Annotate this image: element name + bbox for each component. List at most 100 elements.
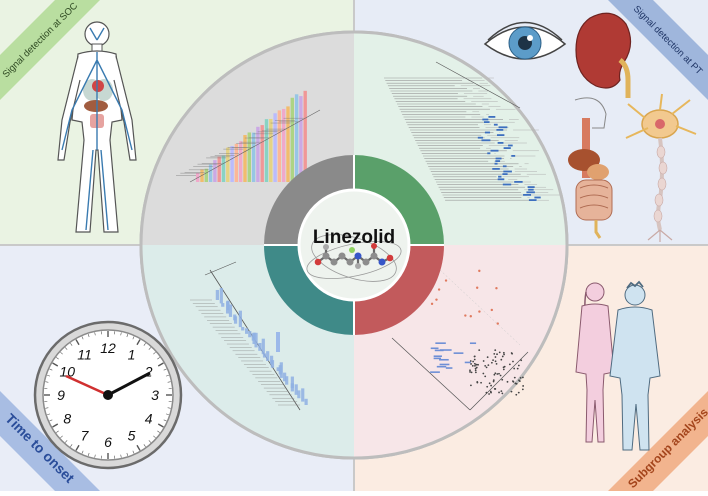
pt-estimate [498,178,505,180]
pt-estimate [496,129,503,131]
sg-point [476,381,478,383]
sg-point [495,356,497,358]
tto-bar [271,360,274,368]
tto-bar [245,328,248,334]
soc-bar [230,146,233,182]
sg-point [522,377,524,379]
pt-estimate [526,191,534,193]
sg-point [474,356,476,358]
center-title: Linezolid [313,227,395,248]
pt-estimate [497,134,504,136]
sg-point [503,352,505,354]
soc-bar [235,144,238,182]
sg-point [480,382,482,384]
sg-point [492,359,494,361]
pt-estimate [478,137,483,139]
tto-bar [291,377,294,392]
sg-point [500,375,502,377]
sg-point [499,351,501,353]
soc-bar [265,119,268,182]
clock-number: 9 [57,387,65,403]
pt-estimate [495,160,500,162]
sg-point [487,356,489,358]
soc-bar [209,165,212,182]
sg-red-point [478,270,480,272]
sg-point [493,353,495,355]
pt-estimate [503,165,507,167]
tto-bar [297,390,300,398]
clock-number: 6 [104,434,112,450]
sg-point [498,392,500,394]
sg-blue-mark [435,342,445,344]
sg-red-point [491,309,493,311]
clock-number: 7 [81,428,90,444]
sg-point [500,390,502,392]
soc-bar [222,156,225,182]
pt-estimate [523,194,531,196]
sg-point [471,371,473,373]
pt-estimate [487,152,490,154]
sg-point [513,368,515,370]
sg-point [484,365,486,367]
sg-point [520,377,522,379]
sg-point [470,363,472,365]
soc-bar [218,156,221,182]
soc-bar [269,119,272,182]
sg-point [475,371,477,373]
sg-red-point [470,315,472,317]
sg-point [516,383,518,385]
sg-red-point [431,303,433,305]
clock-number: 5 [128,428,136,444]
sg-point [493,374,495,376]
sg-red-point [464,314,466,316]
tto-bar [221,303,224,307]
tto-bar [254,333,257,348]
sg-point [469,369,471,371]
sg-point [478,349,480,351]
sg-point [486,386,488,388]
soc-bar [291,98,294,182]
sg-point [512,361,514,363]
sg-point [496,353,498,355]
pt-estimate [508,145,513,147]
pt-estimate [514,181,522,183]
pt-estimate [534,197,540,199]
tto-bar [248,331,251,337]
sg-point [507,381,509,383]
sg-point [472,365,474,367]
sg-point [502,356,504,358]
soc-bar [295,94,298,182]
sg-point [520,359,522,361]
tto-bar [234,316,237,323]
sg-point [500,359,502,361]
sg-point [522,385,524,387]
pt-estimate [490,150,498,152]
sg-point [490,385,492,387]
tto-bar [216,290,219,300]
pt-estimate [496,158,502,160]
sg-blue-mark [440,364,450,366]
sg-point [469,371,471,373]
sg-point [518,365,520,367]
sg-blue-mark [470,342,476,344]
sg-point [472,361,474,363]
sg-red-point [495,287,497,289]
sg-point [503,369,505,371]
tto-bar [229,304,232,316]
soc-bar [304,91,307,182]
sg-blue-mark [446,367,453,369]
sg-point [487,364,489,366]
sg-point [511,391,513,393]
soc-bar [286,106,289,182]
sg-blue-mark [435,350,444,352]
clock-number: 12 [100,340,116,356]
pt-estimate [485,132,490,134]
clock-number: 3 [151,387,159,403]
pt-estimate [528,186,535,188]
pt-estimate [529,199,537,201]
clock-number: 1 [128,346,136,362]
sg-point [511,353,513,355]
clock-number: 11 [77,346,92,362]
sg-point [474,359,476,361]
soc-bar [261,125,264,182]
